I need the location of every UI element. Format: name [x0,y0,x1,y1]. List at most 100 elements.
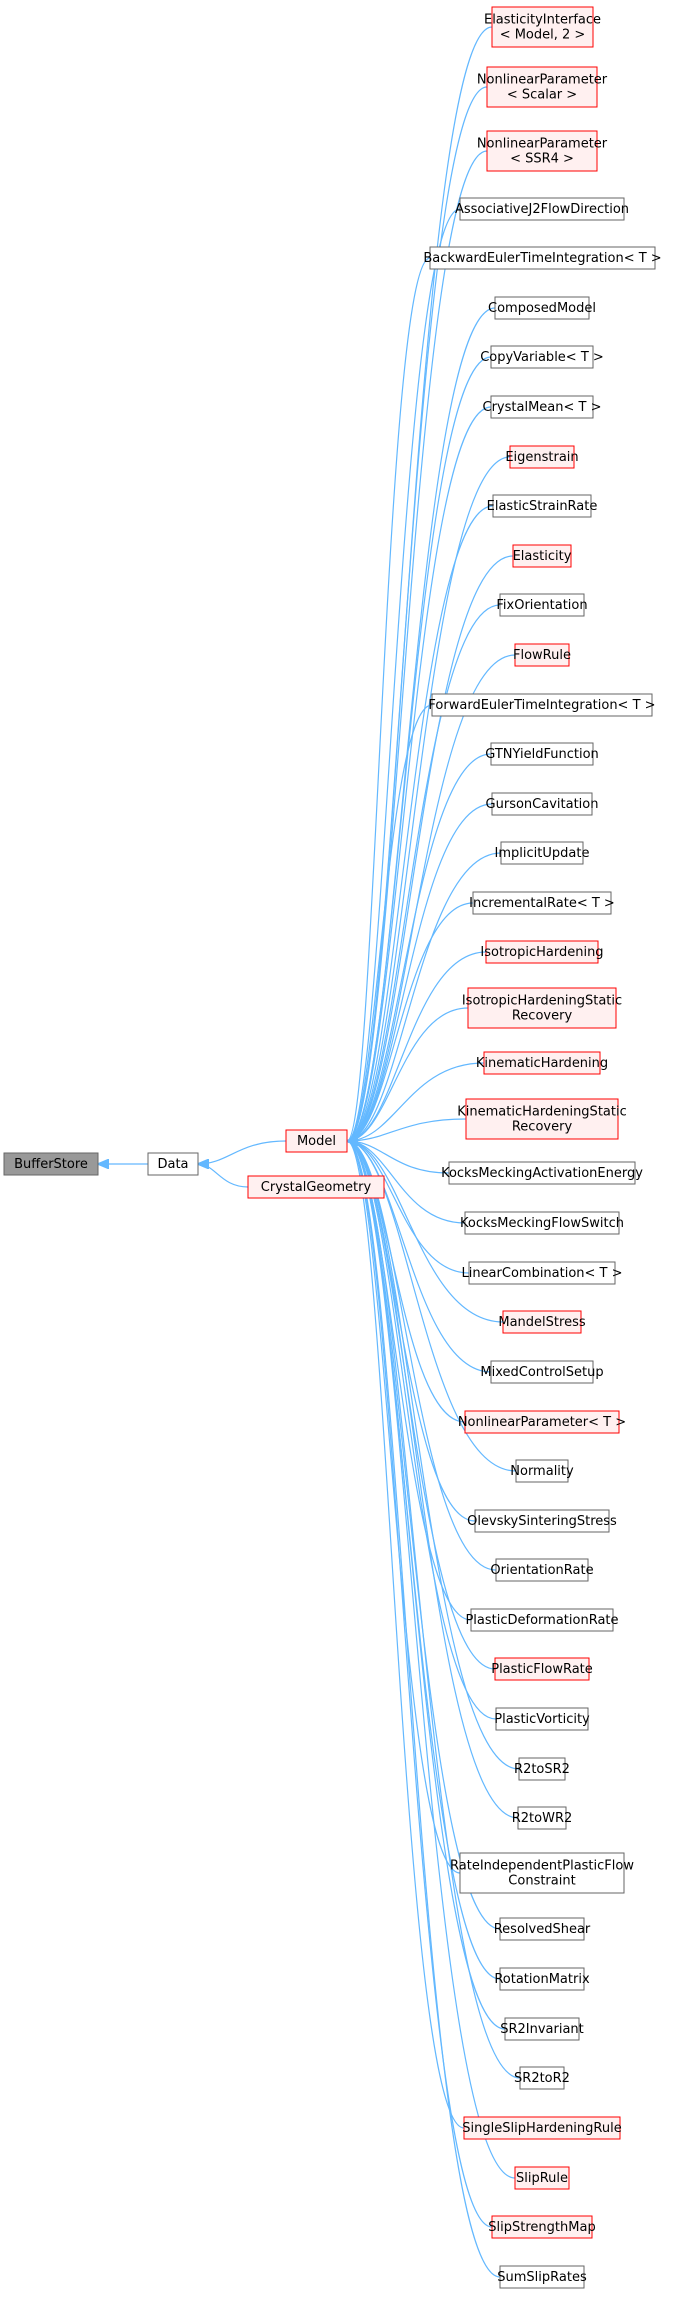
node-kocksmeckingflowswitch[interactable]: KocksMeckingFlowSwitch [460,1211,624,1235]
node-sliprule[interactable]: SlipRule [514,2166,570,2190]
node-elasticity[interactable]: Elasticity [512,544,572,568]
node-r2towr2[interactable]: R2toWR2 [512,1806,573,1830]
node-olevskysinteringstress-box [474,1509,610,1533]
node-plasticflowrate[interactable]: PlasticFlowRate [491,1657,593,1681]
node-sumsliprates-box [499,2265,585,2289]
node-kocksmeckingactivationenergy[interactable]: KocksMeckingActivationEnergy [441,1161,643,1185]
node-olevskysinteringstress[interactable]: OlevskySinteringStress [467,1509,617,1533]
node-normality[interactable]: Normality [510,1459,574,1483]
node-slipstrengthmap[interactable]: SlipStrengthMap [488,2215,596,2239]
node-bufferstore[interactable]: BufferStore [3,1152,99,1176]
node-gursoncavitation-box [491,792,593,816]
node-rateindependentplasticflowconstraint-label-0: RateIndependentPlasticFlow [450,1859,634,1874]
node-sr2invariant[interactable]: SR2Invariant [500,2017,584,2041]
node-gtnyieldfunction-label-0: GTNYieldFunction [485,747,599,762]
node-model-label-0: Model [297,1134,336,1149]
node-orientationrate-box [495,1558,589,1582]
node-nonlinearparameter-ssr4[interactable]: NonlinearParameter< SSR4 > [477,130,608,172]
node-mandelstress[interactable]: MandelStress [498,1310,586,1334]
node-r2towr2-box [517,1806,567,1830]
node-implicitupdate[interactable]: ImplicitUpdate [495,841,590,865]
node-kinematichardening-label-0: KinematicHardening [476,1056,608,1071]
edge-backwardeulertimeintegration-to-model [347,257,431,1141]
node-plasticvorticity-label-0: PlasticVorticity [494,1712,590,1727]
node-crystalgeometry[interactable]: CrystalGeometry [247,1175,385,1199]
node-plasticvorticity[interactable]: PlasticVorticity [494,1707,590,1731]
node-plasticdeformationrate[interactable]: PlasticDeformationRate [465,1608,619,1632]
node-singleslip[interactable]: SingleSlipHardeningRule [462,2116,622,2140]
node-composedmodel-label-0: ComposedModel [488,301,596,316]
node-model-box [285,1129,348,1153]
node-composedmodel[interactable]: ComposedModel [488,296,596,320]
node-kocksmeckingactivationenergy-label-0: KocksMeckingActivationEnergy [441,1166,643,1181]
edge-slipstrengthmap-to-model [347,1141,493,2228]
node-backwardeulertimeintegration-box [429,246,656,270]
node-singleslip-label-0: SingleSlipHardeningRule [462,2121,621,2136]
node-composedmodel-box [494,296,590,320]
node-incrementalrate-label-0: IncrementalRate< T > [469,896,615,911]
node-isotropichardeningstaticrecovery-label-0: IsotropicHardeningStatic [462,994,622,1009]
node-incrementalrate-box [472,891,612,915]
node-nonlinearparameter-ssr4-box [486,130,598,172]
node-eigenstrain[interactable]: Eigenstrain [505,445,579,469]
node-eigenstrain-label-0: Eigenstrain [505,450,578,465]
node-rotationmatrix-label-0: RotationMatrix [494,1972,590,1987]
node-kinematichardening[interactable]: KinematicHardening [476,1051,608,1075]
node-orientationrate[interactable]: OrientationRate [490,1558,594,1582]
node-forwardeulertimeintegration[interactable]: ForwardEulerTimeIntegration< T > [428,693,656,717]
node-gursoncavitation[interactable]: GursonCavitation [486,792,599,816]
node-kocksmeckingflowswitch-label-0: KocksMeckingFlowSwitch [460,1216,624,1231]
node-singleslip-box [463,2116,621,2140]
node-crystalmean-label-0: CrystalMean< T > [483,400,602,415]
node-isotropichardening-box [485,940,599,964]
node-crystalgeometry-box [247,1175,385,1199]
node-nonlinearparameter-t[interactable]: NonlinearParameter< T > [458,1410,626,1434]
node-nonlinearparameter-scalar[interactable]: NonlinearParameter< Scalar > [477,66,608,108]
node-isotropichardening[interactable]: IsotropicHardening [480,940,604,964]
node-sliprule-box [514,2166,570,2190]
node-rateindependentplasticflowconstraint-box [459,1852,625,1894]
edge-crystalgeometry-to-data [198,1164,249,1188]
node-copyvariable[interactable]: CopyVariable< T > [480,345,604,369]
node-plasticdeformationrate-label-0: PlasticDeformationRate [465,1613,618,1628]
node-sumsliprates[interactable]: SumSlipRates [497,2265,587,2289]
node-kocksmeckingactivationenergy-box [448,1161,636,1185]
node-model[interactable]: Model [285,1129,348,1153]
node-plasticvorticity-box [495,1707,589,1731]
node-nonlinearparameter-t-box [464,1410,620,1434]
node-flowrule[interactable]: FlowRule [513,643,571,667]
node-data[interactable]: Data [147,1152,199,1176]
edge-gtnyieldfunction-to-model [347,753,492,1141]
node-gtnyieldfunction[interactable]: GTNYieldFunction [485,742,599,766]
edge-mandelstress-to-model [347,1141,504,1323]
node-elasticityinterface[interactable]: ElasticityInterface< Model, 2 > [484,6,601,48]
edge-kinematichardening-to-model [347,1062,485,1141]
edge-nonlinearparameter-scalar-to-model [347,86,488,1141]
node-incrementalrate[interactable]: IncrementalRate< T > [469,891,615,915]
node-resolvedshear-box [499,1917,585,1941]
node-nonlinearparameter-scalar-label-1: < Scalar > [507,88,577,103]
node-elasticstrainrate[interactable]: ElasticStrainRate [487,494,598,518]
node-backwardeulertimeintegration[interactable]: BackwardEulerTimeIntegration< T > [423,246,662,270]
node-fixorientation-box [499,593,585,617]
node-r2tosr2[interactable]: R2toSR2 [514,1757,570,1781]
node-crystalmean[interactable]: CrystalMean< T > [483,395,602,419]
node-mixedcontrolsetup[interactable]: MixedControlSetup [480,1360,604,1384]
node-isotropichardening-label-0: IsotropicHardening [480,945,603,960]
node-associativej2flowdirection[interactable]: AssociativeJ2FlowDirection [455,197,629,221]
node-sr2tor2[interactable]: SR2toR2 [514,2066,570,2090]
node-rotationmatrix[interactable]: RotationMatrix [494,1967,590,1991]
node-fixorientation[interactable]: FixOrientation [496,593,588,617]
edge-kinematichardeningstaticrecovery-to-model [347,1118,467,1141]
node-implicitupdate-label-0: ImplicitUpdate [495,846,590,861]
node-sr2tor2-box [519,2066,565,2090]
node-nonlinearparameter-ssr4-label-0: NonlinearParameter [477,137,608,152]
node-rotationmatrix-box [499,1967,585,1991]
node-copyvariable-box [490,345,594,369]
node-resolvedshear[interactable]: ResolvedShear [494,1917,591,1941]
node-linearcombination[interactable]: LinearCombination< T > [461,1261,623,1285]
